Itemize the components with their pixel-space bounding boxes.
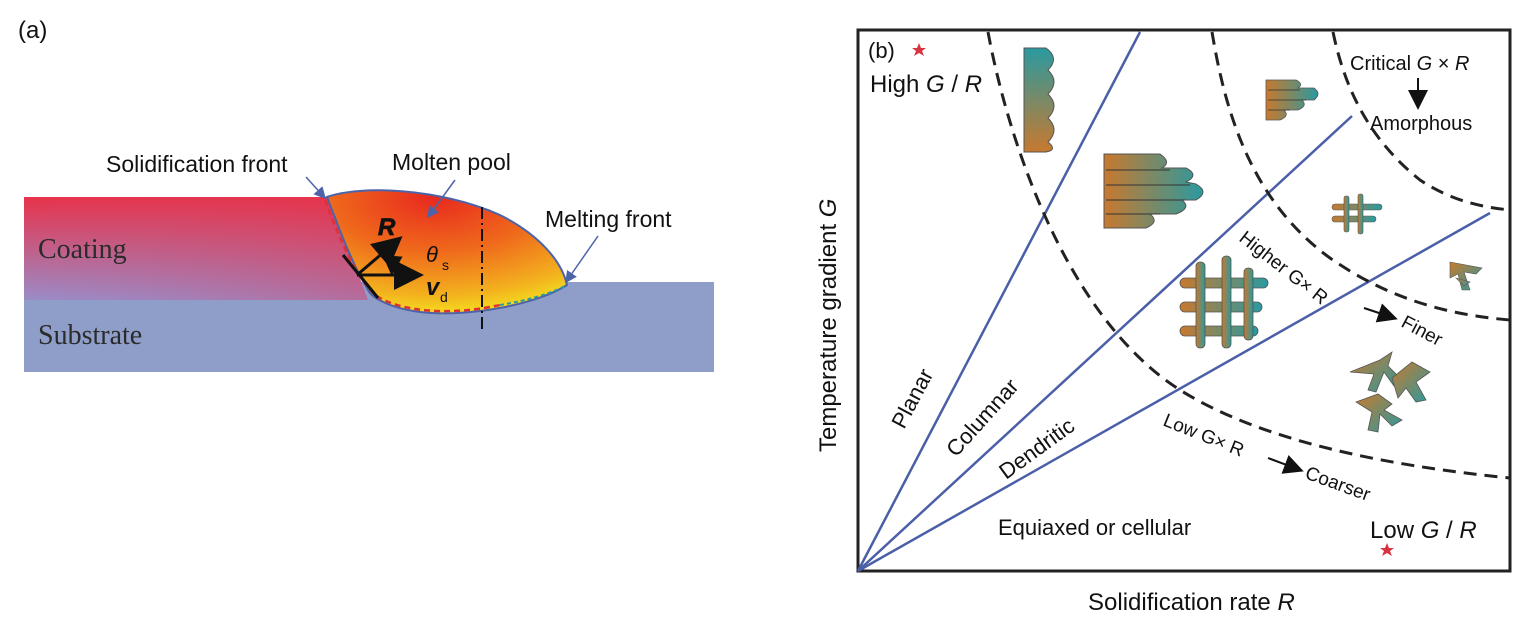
panel-b-tag: (b) — [868, 38, 895, 63]
solidification-front-label: Solidification front — [106, 151, 288, 177]
panel-b-frame — [856, 28, 1512, 573]
panel-b: (b) — [815, 28, 1512, 616]
coating-overlay — [24, 197, 368, 300]
columnar-dendritic-boundary — [857, 115, 1353, 572]
r-vector-arrow — [356, 236, 403, 277]
dendritic-equiaxed-boundary — [857, 211, 1491, 573]
molten-pool-pointer — [427, 179, 456, 219]
planar-crystal-icon — [1023, 47, 1055, 153]
panel-a: (a) R θ s v d Coating Substrate Solidifi… — [18, 17, 714, 372]
fine-columnar-crystal-icon — [1265, 79, 1319, 121]
solidification-front-pointer — [305, 176, 327, 200]
high-gr-star-icon — [912, 43, 926, 56]
melting-front-edge — [499, 284, 568, 306]
substrate-label: Substrate — [38, 320, 142, 351]
x-axis-label: Solidification rate R — [1088, 589, 1295, 616]
melting-front-label: Melting front — [545, 206, 672, 232]
low-gxr-curve — [986, 31, 1511, 480]
higher-gxr-curve — [1210, 31, 1511, 322]
fine-equiaxed-crystal-icon — [1449, 261, 1483, 291]
critical-gxr-label: Critical G × R — [1350, 53, 1469, 75]
fine-dendritic-crystal-icon — [1331, 193, 1383, 235]
low-gr-label: Low G / R — [1370, 517, 1477, 544]
amorphous-label: Amorphous — [1370, 113, 1472, 135]
theta-arc — [382, 251, 403, 276]
low-gr-star-icon — [1380, 543, 1394, 556]
equiaxed-crystal-icon — [1349, 351, 1431, 433]
equiaxed-region-label: Equiaxed or cellular — [998, 515, 1191, 540]
melting-front-pointer — [565, 235, 599, 284]
coarser-arrow — [1267, 455, 1304, 474]
r-vector-label: R — [378, 214, 396, 241]
theta-subscript: s — [442, 257, 449, 273]
theta-symbol: θ — [426, 242, 438, 267]
y-axis-label: Temperature gradient G — [815, 199, 842, 452]
critical-gxr-curve — [1331, 31, 1511, 212]
molten-pool-label: Molten pool — [392, 149, 511, 175]
panel-a-tag: (a) — [18, 17, 47, 44]
vd-symbol: v — [426, 274, 441, 301]
finer-arrow — [1363, 303, 1398, 323]
dendritic-crystal-icon — [1179, 255, 1269, 349]
solidification-front-edge — [323, 199, 501, 313]
coating-label: Coating — [38, 234, 127, 265]
high-gr-label: High G / R — [870, 71, 982, 98]
columnar-crystal-icon — [1103, 153, 1204, 229]
planar-columnar-boundary — [856, 31, 1142, 572]
vd-subscript: d — [440, 289, 448, 305]
